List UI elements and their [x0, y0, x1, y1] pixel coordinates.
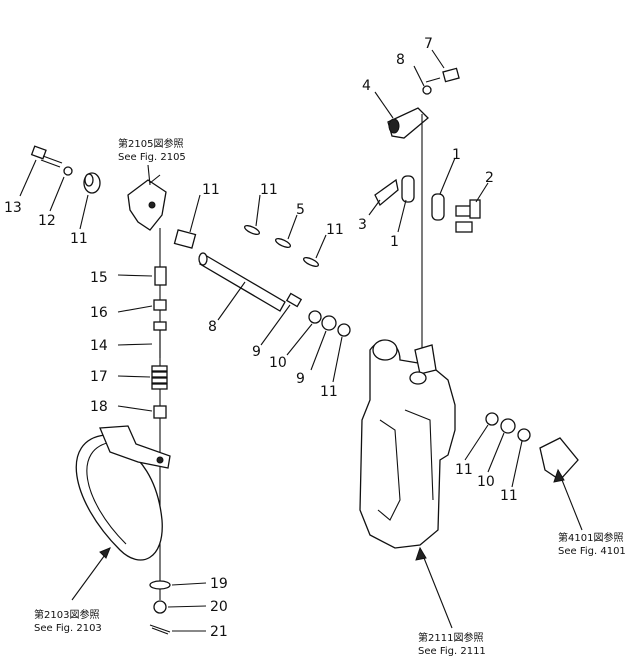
part-labels: 13 12 11 11 11 5 11 8 9 10 9 11 15 16 14…: [4, 36, 518, 640]
label-17: 13: [4, 200, 22, 216]
label-11a: 10: [269, 355, 287, 371]
ref-4101-jp: 第4101図参照: [558, 531, 623, 544]
spring-21: [151, 365, 168, 390]
bolt-17: [30, 145, 63, 168]
washer-7: [422, 85, 432, 95]
ref-2111-en: See Fig. 2111: [418, 646, 486, 657]
figure-ref-2103: 第2103図参照 See Fig. 2103: [34, 608, 102, 634]
label-5: 5: [296, 202, 305, 218]
label-4: 4: [362, 78, 371, 94]
label-1a: 1: [390, 234, 399, 250]
washer-23: [149, 580, 171, 590]
label-21: 17: [90, 369, 108, 385]
plug-9: [285, 292, 303, 308]
figure-ref-2105: 第2105図参照 See Fig. 2105: [118, 137, 186, 163]
ref-arrows: [71, 468, 583, 629]
ref-2105-en: See Fig. 2105: [118, 152, 186, 163]
ref-2103-en: See Fig. 2103: [34, 623, 102, 634]
label-15: 11: [70, 231, 88, 247]
oring-5: [274, 238, 292, 248]
label-10a: 9: [296, 371, 305, 387]
shaft-8: [198, 252, 286, 312]
label-11d: 11: [500, 488, 518, 504]
label-19: 15: [90, 270, 108, 286]
link-1a: [401, 175, 415, 203]
rod-18: [153, 321, 167, 358]
link-1b: [431, 193, 445, 221]
label-16: 12: [38, 213, 56, 229]
lever-4: [387, 107, 429, 139]
nut-20: [153, 299, 167, 311]
bushing-15: [83, 172, 101, 194]
label-12: 11: [326, 222, 344, 238]
label-7: 8: [396, 52, 405, 68]
label-20: 16: [90, 305, 108, 321]
bearing-10a: [321, 315, 337, 331]
figure-ref-4101: 第4101図参照 See Fig. 4101: [558, 531, 626, 557]
bolts-2: [455, 199, 481, 233]
ref-4101-en: See Fig. 4101: [558, 546, 626, 557]
brake-band: [75, 425, 171, 561]
ref-2105-jp: 第2105図参照: [118, 137, 183, 150]
lever-bracket: [127, 174, 167, 231]
ref-2103-jp: 第2103図参照: [34, 608, 99, 621]
label-11b: 11: [320, 384, 338, 400]
leader-lines: [19, 49, 523, 632]
nut-24: [153, 600, 167, 614]
figure-ref-2111: 第2111図参照 See Fig. 2111: [418, 631, 486, 657]
label-23: 19: [210, 576, 228, 592]
label-18: 14: [90, 338, 108, 354]
label-24: 20: [210, 599, 228, 615]
label-25: 21: [210, 624, 228, 640]
label-13: 11: [260, 182, 278, 198]
label-9: 9: [252, 344, 261, 360]
label-10b: 10: [477, 474, 495, 490]
clevis-19: [154, 266, 167, 286]
label-11c: 11: [455, 462, 473, 478]
cotter-pin-25: [149, 624, 171, 635]
label-3: 3: [358, 217, 367, 233]
label-1b: 1: [452, 147, 461, 163]
washer-16: [63, 166, 73, 176]
oring-13: [243, 225, 261, 235]
bearing-10b: [500, 418, 516, 434]
bolt-6: [425, 67, 460, 83]
seal-11d: [517, 428, 531, 442]
bushing-14: [173, 229, 197, 249]
ref-2111-jp: 第2111図参照: [418, 631, 483, 644]
label-14: 11: [202, 182, 220, 198]
label-8: 8: [208, 319, 217, 335]
label-22: 18: [90, 399, 108, 415]
label-6: 7: [424, 36, 433, 52]
seal-11c: [485, 412, 499, 426]
label-2: 2: [485, 170, 494, 186]
valve-housing: [359, 339, 456, 549]
seal-11a: [308, 310, 322, 324]
oring-12: [302, 257, 320, 267]
nut-22: [153, 405, 167, 419]
seal-11b: [337, 323, 351, 337]
cover-fig-4101: [539, 437, 579, 481]
